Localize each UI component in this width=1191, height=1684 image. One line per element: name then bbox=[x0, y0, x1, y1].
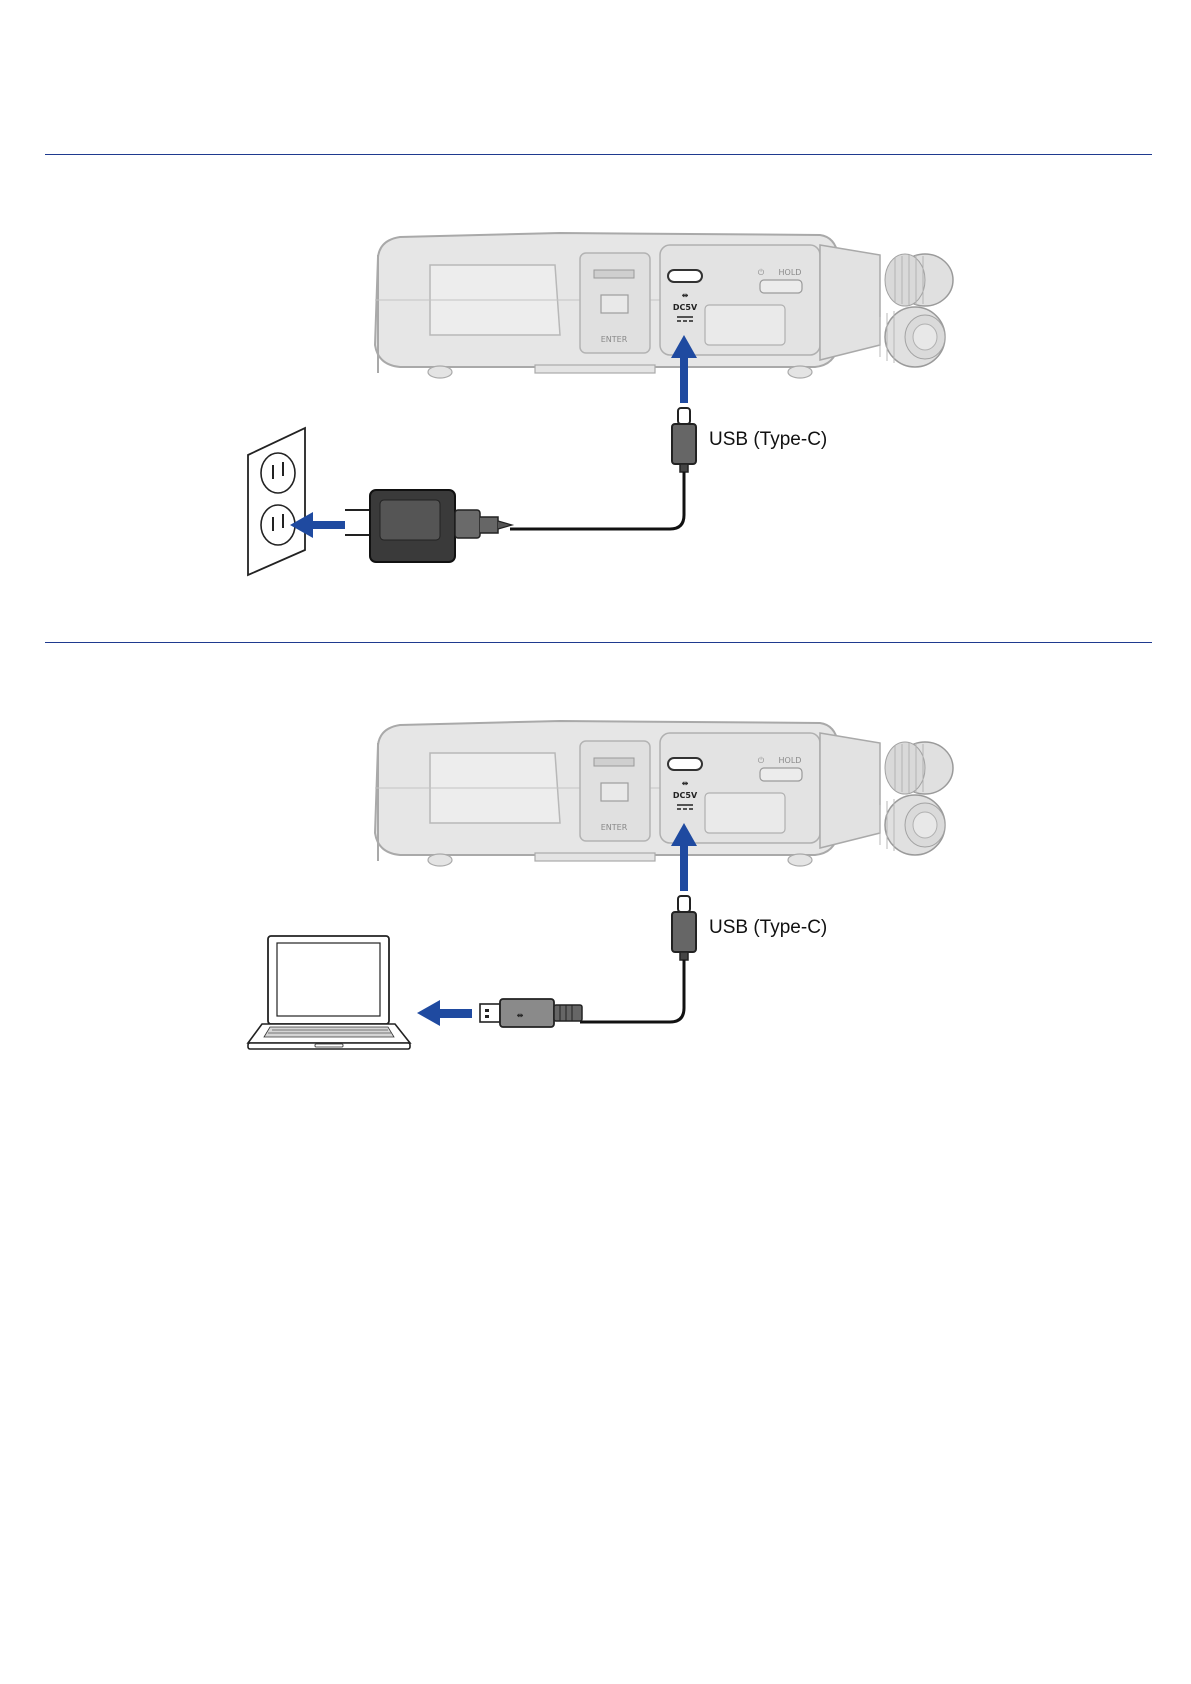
laptop-computer bbox=[248, 936, 410, 1049]
arrow-to-laptop bbox=[417, 1000, 472, 1026]
enter-button-label: ENTER bbox=[601, 335, 628, 344]
usb-c-cable bbox=[580, 896, 696, 1022]
hold-label: HOLD bbox=[779, 268, 802, 277]
power-icon: ⏻ bbox=[758, 268, 765, 277]
microphone-capsules bbox=[880, 254, 953, 367]
hold-switch bbox=[760, 280, 802, 293]
usb-symbol-icon: ⇹ bbox=[682, 779, 689, 788]
usb-type-c-label-2: USB (Type-C) bbox=[709, 917, 827, 938]
usb-a-plug: ⇹ bbox=[480, 999, 582, 1027]
wall-outlet bbox=[248, 428, 305, 575]
ac-adapter-diagram: ENTER ⇹ DC5V ⏻ HOLD bbox=[0, 225, 1191, 585]
section-divider-middle bbox=[45, 642, 1152, 643]
enter-button-label: ENTER bbox=[601, 823, 628, 832]
usb-symbol-icon: ⇹ bbox=[682, 291, 689, 300]
usb-c-cable bbox=[510, 408, 696, 529]
dc-input-label: DC5V bbox=[673, 303, 698, 312]
figure-ac-adapter-connection: ENTER ⇹ DC5V ⏻ HOLD bbox=[0, 225, 1191, 685]
hold-switch bbox=[760, 768, 802, 781]
section-divider-top bbox=[45, 154, 1152, 155]
usb-a-symbol-icon: ⇹ bbox=[517, 1011, 524, 1020]
recorder-device: ENTER ⇹ DC5V ⏻ HOLD bbox=[375, 721, 953, 866]
recorder-device: ENTER ⇹ DC5V ⏻ HOLD bbox=[375, 233, 953, 378]
usb-c-port bbox=[668, 758, 702, 770]
computer-diagram: ENTER ⇹ DC5V ⏻ HOLD bbox=[0, 713, 1191, 1073]
hold-label: HOLD bbox=[779, 756, 802, 765]
power-icon: ⏻ bbox=[758, 756, 765, 765]
usb-c-port bbox=[668, 270, 702, 282]
microphone-capsules bbox=[880, 742, 953, 855]
figure-computer-connection: ENTER ⇹ DC5V ⏻ HOLD bbox=[0, 713, 1191, 1173]
ac-adapter bbox=[345, 490, 512, 562]
dc-input-label: DC5V bbox=[673, 791, 698, 800]
usb-type-c-label-1: USB (Type-C) bbox=[709, 429, 827, 450]
